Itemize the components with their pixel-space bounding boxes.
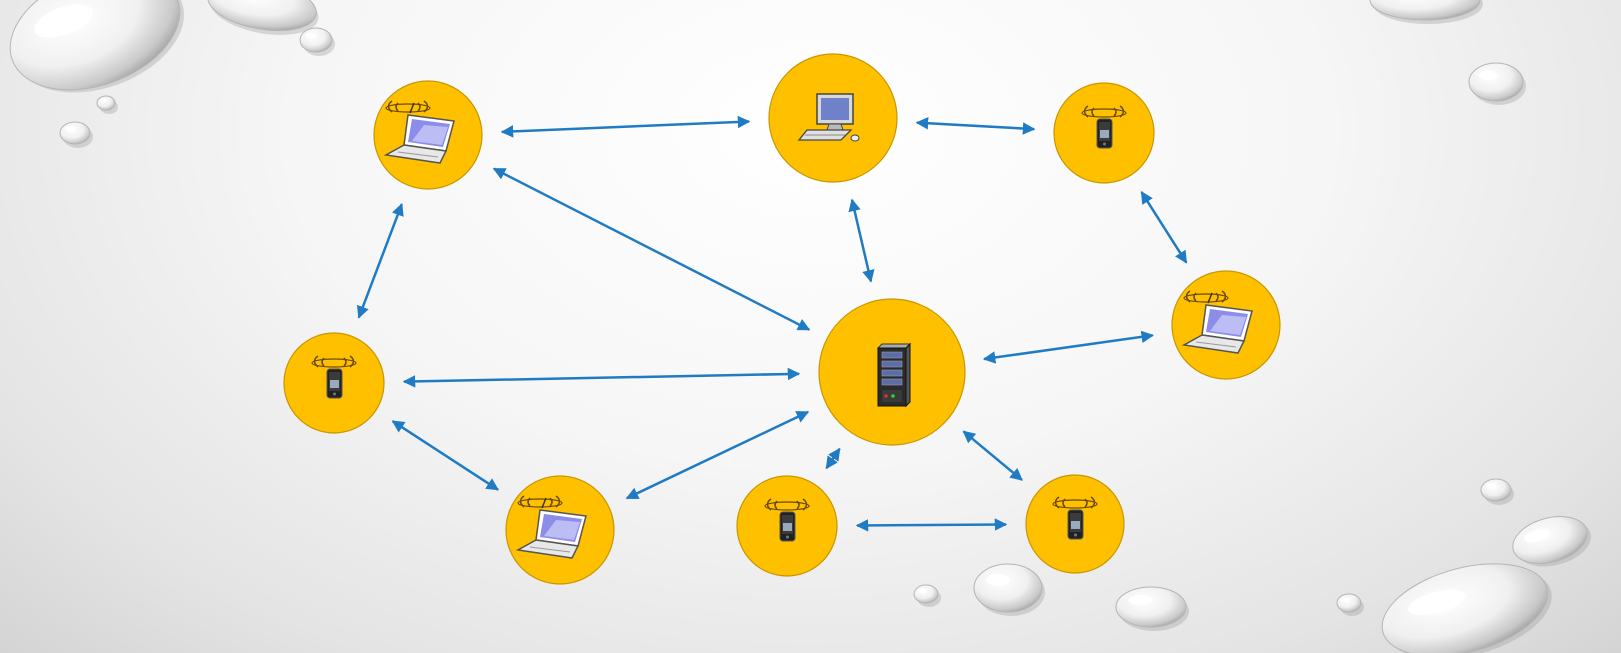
edge-phone-bottom-center-to-phone-bottom-right	[855, 518, 1008, 532]
wireless-phone-icon	[1052, 496, 1098, 540]
laptop-icon	[1181, 304, 1253, 354]
edge-phone-left-to-laptop-bottom-left	[391, 420, 500, 491]
water-droplet	[1115, 586, 1189, 631]
water-droplet	[59, 121, 93, 148]
water-droplet	[1480, 478, 1514, 505]
edge-laptop-top-left-to-phone-left	[356, 203, 404, 319]
node-phone-bottom-right	[1025, 474, 1125, 574]
node-desktop-top	[768, 53, 898, 183]
node-phone-left	[283, 332, 385, 434]
wireless-laptop-icon	[1181, 290, 1253, 354]
edge-server-center-to-phone-bottom-right	[962, 430, 1023, 481]
phone-icon	[1096, 118, 1113, 149]
wireless-phone-icon	[1081, 105, 1127, 149]
edge-laptop-right-to-server-center	[982, 330, 1154, 364]
water-droplet	[1336, 593, 1364, 616]
edge-laptop-top-left-to-desktop-top	[500, 115, 751, 138]
laptop-icon	[383, 114, 455, 164]
edge-desktop-top-to-phone-top-right	[915, 117, 1036, 135]
water-droplet	[299, 27, 335, 56]
server-icon	[876, 342, 912, 408]
desktop-icon	[797, 93, 860, 142]
wireless-signal-icon	[764, 498, 810, 511]
phone-icon	[326, 368, 343, 399]
nodes-layer	[283, 53, 1281, 585]
node-server-center	[818, 298, 966, 446]
edge-desktop-top-to-server-center	[848, 198, 875, 283]
water-droplet	[96, 95, 118, 114]
water-droplet	[9, 0, 184, 93]
desktop-computer-icon	[797, 93, 860, 142]
edge-phone-top-right-to-laptop-right	[1140, 191, 1188, 264]
wireless-signal-icon	[1052, 496, 1098, 509]
wireless-signal-icon	[311, 355, 357, 368]
edge-laptop-bottom-left-to-server-center	[625, 410, 810, 500]
water-droplet	[1512, 516, 1592, 567]
node-phone-top-right	[1053, 82, 1155, 184]
wireless-laptop-icon	[383, 100, 455, 164]
node-laptop-bottom-left	[505, 475, 615, 585]
wireless-phone-icon	[764, 498, 810, 542]
edge-phone-bottom-center-to-server-center	[825, 447, 841, 470]
water-droplet	[1381, 563, 1552, 653]
wireless-signal-icon	[517, 495, 563, 508]
wireless-laptop-icon	[515, 495, 587, 559]
edge-laptop-top-left-to-server-center	[492, 167, 811, 331]
water-droplet	[973, 563, 1045, 616]
node-laptop-top-left	[373, 80, 483, 190]
water-droplet	[1369, 0, 1483, 24]
server-tower-icon	[876, 342, 912, 408]
laptop-icon	[515, 509, 587, 559]
node-phone-bottom-center	[736, 475, 838, 577]
wireless-signal-icon	[1081, 105, 1127, 118]
water-droplet	[913, 584, 941, 607]
node-laptop-right	[1171, 270, 1281, 380]
wireless-signal-icon	[1183, 290, 1229, 303]
phone-icon	[779, 511, 796, 542]
water-droplet	[207, 0, 319, 35]
edge-phone-left-to-server-center	[402, 367, 801, 388]
connections-layer	[356, 115, 1188, 532]
phone-icon	[1067, 509, 1084, 540]
wireless-phone-icon	[311, 355, 357, 399]
water-droplet	[1468, 62, 1526, 105]
wireless-signal-icon	[385, 100, 431, 113]
